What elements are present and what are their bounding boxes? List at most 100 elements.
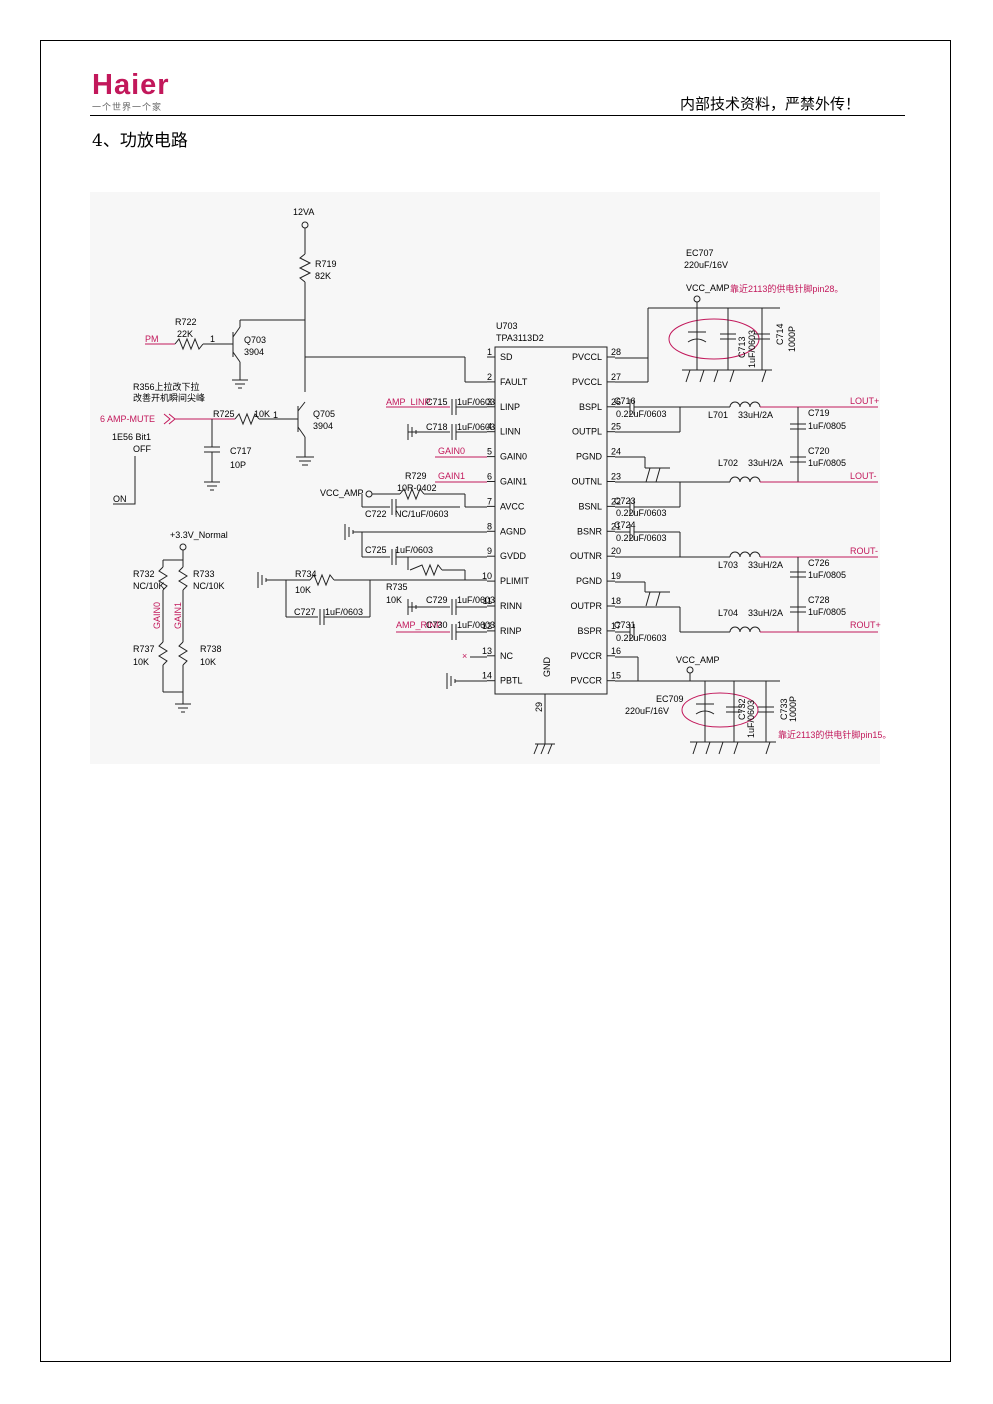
c732-value: 1uF/0603 (746, 700, 756, 738)
r734-resistor (309, 573, 335, 587)
r725-label: R725 (213, 409, 235, 419)
c729-value: 1uF/0603 (457, 595, 495, 605)
ground-symbol (232, 379, 248, 389)
note-r356-line1: R356上拉改下拉 (133, 381, 200, 392)
r729-resistor (399, 487, 425, 501)
ic-pin-number: 14 (482, 671, 492, 681)
r733-value: NC/10K (193, 581, 225, 591)
vcc-amp-top-net: VCC_AMP (686, 283, 730, 293)
r725-value: 10K (254, 409, 270, 419)
ic-pin-number: 25 (611, 422, 621, 432)
l704-value: 33uH/2A (748, 608, 783, 618)
l702-value: 33uH/2A (748, 458, 783, 468)
c724-value: 0.22uF/0603 (616, 533, 667, 543)
c733-value: 1000P (788, 696, 798, 722)
ic-pin-name: PVCCR (570, 651, 602, 661)
ic-pin-name: PLIMIT (500, 576, 530, 586)
ground-symbol (257, 572, 267, 588)
ground-symbol (645, 591, 670, 607)
c723-label: C723 (614, 496, 636, 506)
r733-label: R733 (193, 569, 215, 579)
ic-pin-number: 3 (487, 397, 492, 407)
c714-value: 1000P (787, 326, 797, 352)
q705-value: 3904 (313, 421, 333, 431)
amp-rinp-net: AMP_RINP (396, 620, 442, 630)
ic-pin-name: FAULT (500, 377, 528, 387)
ic-pin-name: GAIN0 (500, 452, 527, 462)
c730-value: 1uF/0603 (457, 620, 495, 630)
ic-pin-number: 6 (487, 472, 492, 482)
ic-pin-number: 23 (611, 472, 621, 482)
haier-logo: Haier 一个世界一个家 (92, 70, 170, 113)
c716-value: 0.22uF/0603 (616, 409, 667, 419)
rout-pos-net: ROUT+ (850, 620, 881, 630)
q705-label: Q705 (313, 409, 335, 419)
c714-label: C714 (775, 323, 785, 345)
ic-pin-number: 26 (611, 397, 621, 407)
c727-label: C727 (294, 607, 316, 617)
ic-pin-name: PVCCL (572, 377, 602, 387)
note-pin28: 靠近2113的供电针脚pin28。 (730, 283, 843, 294)
gnd-pin-label: GND (542, 657, 552, 678)
page-border (40, 40, 951, 1362)
l703-inductor (729, 551, 761, 558)
ground-symbol (175, 703, 191, 713)
r735-value: 10K (386, 595, 402, 605)
c720-value: 1uF/0805 (808, 458, 846, 468)
r722-value: 22K (177, 329, 193, 339)
ic-pin-name: OUTNL (571, 477, 602, 487)
ground-symbol (533, 743, 555, 755)
l701-label: L701 (708, 410, 728, 420)
ground-symbol (446, 673, 456, 689)
ic-pin-name: BSPL (579, 402, 602, 412)
c720-label: C720 (808, 446, 830, 456)
q703-value: 3904 (244, 347, 264, 357)
c724-label: C724 (614, 520, 636, 530)
logo-brand: Haier (92, 69, 170, 101)
r738-resistor (178, 641, 188, 666)
r735-resistor (409, 563, 443, 577)
ic-pin-number: 9 (487, 546, 492, 556)
c717-label: C717 (230, 446, 252, 456)
ic-pin-name: AVCC (500, 501, 525, 511)
confidential-notice: 内部技术资料，严禁外传！ (680, 95, 861, 113)
r719-resistor (298, 253, 312, 283)
ic-pin-number: 10 (482, 571, 492, 581)
ic-pin-number: 15 (611, 671, 621, 681)
gain0-net: GAIN0 (438, 446, 465, 456)
lout-pos-net: LOUT+ (850, 396, 879, 406)
gain0-vertical-net: GAIN0 (152, 602, 162, 629)
ic-pin-number: 22 (611, 496, 621, 506)
ground-symbol (204, 481, 220, 491)
supply-12va-terminal (301, 221, 309, 229)
c719-value: 1uF/0805 (808, 421, 846, 431)
ic-pin-number: 8 (487, 521, 492, 531)
ic-pin-name: BSNL (578, 501, 602, 511)
ic-pin-number: 11 (483, 596, 492, 606)
c731-label: C731 (614, 620, 636, 630)
r732-value: NC/10K (133, 581, 165, 591)
ic-pin-name: GVDD (500, 551, 527, 561)
c715-label: C715 (426, 397, 448, 407)
c718-label: C718 (426, 422, 448, 432)
ground-symbol (407, 424, 417, 440)
gain1-vertical-net: GAIN1 (173, 602, 183, 629)
c713-value: 1uF/0603 (747, 330, 757, 368)
off-label: OFF (133, 444, 151, 454)
ground-symbol (690, 741, 776, 755)
ic-pin-number: 12 (482, 621, 492, 631)
c715-value: 1uF/0603 (457, 397, 495, 407)
ic-pin-name: SD (500, 352, 513, 362)
bit1-label: 1E56 Bit1 (112, 432, 151, 442)
r732-resistor (158, 566, 168, 591)
r719-value: 82K (315, 271, 331, 281)
ic-pin-number: 28 (611, 347, 621, 357)
ec709-label: EC709 (656, 694, 684, 704)
ec707-label: EC707 (686, 248, 714, 258)
l704-inductor (729, 626, 761, 633)
l703-value: 33uH/2A (748, 560, 783, 570)
ic-pin-name: BSPR (577, 626, 602, 636)
l704-label: L704 (718, 608, 738, 618)
ic-pin-name: BSNR (577, 526, 603, 536)
ground-symbol (407, 599, 417, 615)
